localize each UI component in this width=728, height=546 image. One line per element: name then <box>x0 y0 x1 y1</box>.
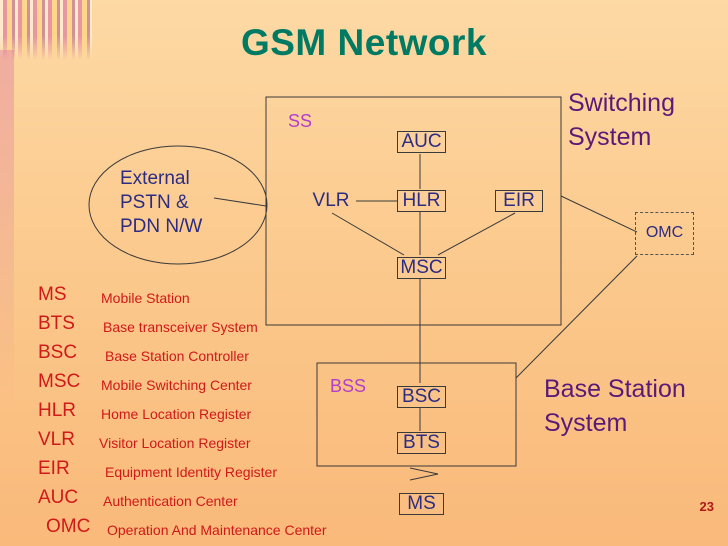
legend-full: Visitor Location Register <box>99 435 251 451</box>
ss-label: SS <box>288 111 313 131</box>
ms-node: MS <box>399 493 444 515</box>
link-vlr-msc <box>331 212 405 256</box>
legend-full: Home Location Register <box>101 406 252 422</box>
legend-full: Base transceiver System <box>103 319 258 335</box>
decorative-stripes <box>0 0 92 60</box>
legend-abbr: VLR <box>38 429 75 450</box>
decorative-side-band <box>0 50 14 410</box>
base-station-system-label: Base Station System <box>544 372 686 440</box>
eir-node: EIR <box>495 190 543 212</box>
legend-abbr: MSC <box>38 371 81 392</box>
auc-node: AUC <box>397 131 446 153</box>
legend-full: Base Station Controller <box>105 348 249 364</box>
ss-boundary <box>265 96 562 326</box>
slide-title: GSM Network <box>240 22 488 63</box>
legend-abbr: EIR <box>38 458 70 479</box>
external-line-3: PDN N/W <box>120 216 203 237</box>
external-line-2: PSTN & <box>120 192 189 213</box>
external-network-ellipse <box>88 145 268 265</box>
hlr-node: HLR <box>397 190 446 212</box>
legend-full: Equipment Identity Register <box>105 464 277 480</box>
bss-boundary <box>316 362 517 467</box>
link-external-ss <box>213 197 267 207</box>
switching-system-line-1: Switching <box>568 89 675 117</box>
page-number: 23 <box>699 499 714 514</box>
legend-full: Mobile Station <box>101 290 190 306</box>
switching-system-label: Switching System <box>568 86 675 154</box>
base-station-system-line-1: Base Station <box>544 375 686 403</box>
link-eir-msc <box>437 212 516 256</box>
external-network-label: External PSTN & PDN N/W <box>120 167 202 239</box>
radio-link-mark-1 <box>409 467 439 475</box>
msc-node: MSC <box>397 257 446 279</box>
link-ss-omc <box>560 195 638 233</box>
external-line-1: External <box>120 168 190 189</box>
legend-abbr: BSC <box>38 342 78 363</box>
bsc-node: BSC <box>397 386 446 408</box>
bss-label: BSS <box>330 376 367 396</box>
vlr-node: VLR <box>312 190 350 211</box>
bts-node: BTS <box>397 432 446 454</box>
switching-system-line-2: System <box>568 123 652 151</box>
legend-abbr: OMC <box>46 516 91 537</box>
legend-full: Operation And Maintenance Center <box>107 522 327 538</box>
legend-abbr: HLR <box>38 400 77 421</box>
legend-full: Mobile Switching Center <box>101 377 252 393</box>
link-omc-bss <box>515 255 638 379</box>
legend-abbr: AUC <box>38 487 79 508</box>
base-station-system-line-2: System <box>544 409 628 437</box>
radio-link-mark-2 <box>409 473 439 481</box>
legend-full: Authentication Center <box>103 493 238 509</box>
legend-abbr: BTS <box>38 313 75 334</box>
legend-abbr: MS <box>38 284 67 305</box>
omc-node: OMC <box>635 212 694 255</box>
